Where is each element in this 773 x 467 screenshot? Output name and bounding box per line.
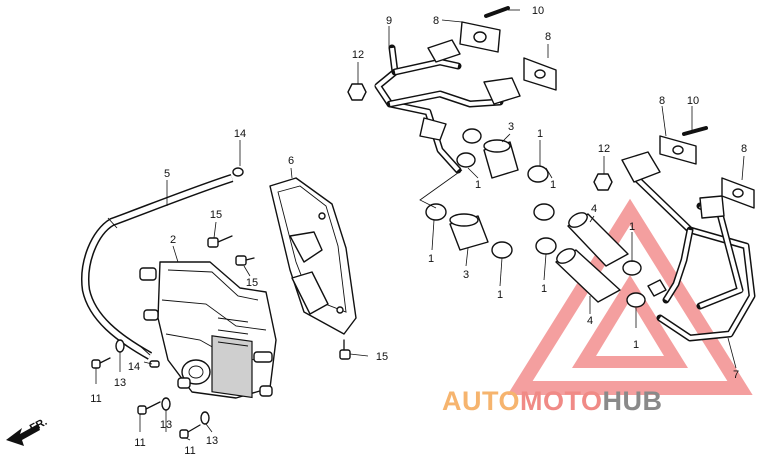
air-injection-pipe-upper [374, 39, 521, 174]
callout-1: 1 [629, 221, 635, 233]
bolt-11b [137, 401, 161, 415]
pipe-gasket-8c [659, 135, 697, 165]
callout-8: 8 [659, 95, 665, 107]
callout-1: 1 [475, 179, 481, 191]
callout-1: 1 [537, 128, 543, 140]
clip-14b [149, 360, 160, 368]
breather-hose [81, 173, 234, 360]
callout-14: 14 [128, 361, 140, 373]
leader-lines [95, 9, 745, 441]
watermark-hub: HUB [603, 386, 663, 416]
bolt-11c [179, 424, 201, 439]
callout-12: 12 [352, 49, 364, 61]
callout-2: 2 [170, 234, 176, 246]
pipe-gasket-top [459, 21, 501, 53]
hose-clip-small [232, 167, 244, 177]
callout-8: 8 [545, 31, 551, 43]
callout-13: 13 [114, 377, 126, 389]
pipe-gasket-side [523, 57, 557, 91]
callout-11: 11 [184, 445, 195, 457]
callout-9: 9 [386, 15, 392, 27]
hose-clamps [425, 128, 646, 308]
callout-8: 8 [741, 143, 747, 155]
front-arrow-label: FR. [28, 416, 49, 435]
callout-3: 3 [463, 269, 469, 281]
callout-1: 1 [550, 179, 556, 191]
stud-bolt-10b [682, 126, 708, 136]
washer-13c [200, 411, 210, 425]
watermark-triangle-logo [507, 198, 753, 395]
callout-4: 4 [587, 315, 593, 327]
bolt-11a [91, 357, 111, 369]
callout-3: 3 [508, 121, 514, 133]
nut-12a [347, 83, 367, 101]
pipe-gasket-8d [721, 177, 755, 209]
stud-bolt-10a [484, 6, 510, 18]
callout-13: 13 [160, 419, 172, 431]
callout-10: 10 [687, 95, 699, 107]
callout-numbers: 9 8 10 8 12 3 1 1 1 1 3 1 4 1 4 1 1 8 10… [28, 5, 747, 457]
callout-1: 1 [541, 283, 547, 295]
connector-hose-4b [555, 248, 621, 303]
callout-15: 15 [376, 351, 388, 363]
air-injection-pipe-lower [621, 151, 756, 342]
front-direction-arrow [6, 424, 40, 446]
nut-12b [593, 173, 613, 191]
callout-13: 13 [206, 435, 218, 447]
watermark-moto: MOTO [520, 386, 603, 416]
callout-1: 1 [633, 339, 639, 351]
callout-1: 1 [428, 253, 434, 265]
control-valve-module [139, 261, 277, 399]
callout-6: 6 [288, 155, 294, 167]
callout-14: 14 [234, 128, 246, 140]
callout-5: 5 [164, 168, 170, 180]
callout-7: 7 [733, 369, 739, 381]
connector-hose-3b [449, 213, 489, 251]
connector-hose-3a [483, 139, 519, 179]
mounting-bracket-plate [269, 177, 357, 335]
callout-4: 4 [591, 203, 597, 215]
bolt-15c [339, 339, 351, 360]
callout-11: 11 [134, 437, 145, 449]
watermark-text: AUTOMOTOHUB [442, 386, 663, 416]
callout-15: 15 [210, 209, 222, 221]
callout-10: 10 [532, 5, 544, 17]
callout-12: 12 [598, 143, 610, 155]
bolt-15a [207, 235, 233, 248]
callout-15: 15 [246, 277, 258, 289]
washer-13a [115, 339, 125, 353]
callout-8: 8 [433, 15, 439, 27]
watermark-auto: AUTO [442, 386, 520, 416]
callout-11: 11 [90, 393, 101, 405]
callout-1: 1 [497, 289, 503, 301]
bolt-15b [235, 255, 255, 266]
connector-hose-4a [567, 212, 629, 267]
svg-text:AUTOMOTOHUB: AUTOMOTOHUB [442, 386, 663, 416]
washer-13b [161, 397, 171, 411]
